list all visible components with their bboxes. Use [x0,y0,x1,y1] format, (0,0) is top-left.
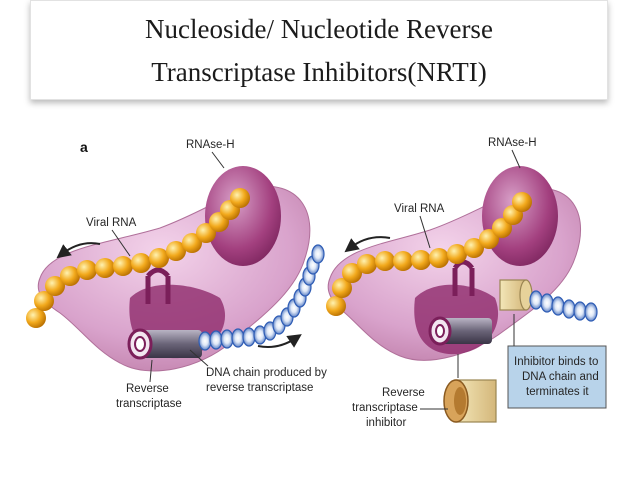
inhibitor-cap-on-chain [499,279,533,311]
panel-a-tag: a [80,139,88,155]
label-viral-rna-a: Viral RNA [86,217,137,229]
dna-chain-b [529,290,598,322]
label-viral-rna-b: Viral RNA [394,203,445,215]
viral-rna-strand-a [26,188,250,328]
slide-title-line-2: Transcriptase Inhibitors(NRTI) [151,57,487,87]
leader-viral-rna-a [111,229,131,257]
callout-line2: DNA chain and [522,371,599,383]
template-tube-a [127,328,202,360]
panel-a: a [26,139,327,410]
dna-direction-arrow-a [257,334,302,348]
viral-rna-strand-b [326,192,532,316]
enzyme-clamp-b [452,259,475,296]
leader-viral-rna-b [419,215,431,249]
rnase-h-domain [205,166,281,266]
enzyme-clamp [145,267,171,304]
inhibitor-callout-box [507,345,607,409]
callout-line3: terminates it [526,386,589,398]
callout-line1: Inhibitor binds to [514,356,598,368]
rna-direction-arrow-b [344,236,391,253]
label-rnase-h-a: RNAse-H [186,139,235,151]
slide-title-line-1: Nucleoside/ Nucleotide Reverse [145,14,493,44]
label-rti-line2: transcriptase [352,402,418,414]
template-tube-b [428,316,492,346]
title-box: Nucleoside/ Nucleotide Reverse Transcrip… [30,0,608,100]
nrti-diagram: a [26,137,607,429]
label-reverse-transcriptase-line2: transcriptase [116,398,182,410]
leader-reverse-transcriptase-a [149,359,153,383]
rna-direction-arrow-a [56,242,101,259]
label-rnase-h-b: RNAse-H [488,137,537,149]
label-rti-line3: inhibitor [366,417,406,429]
leader-dna-chain-a [189,349,209,367]
label-rti-line1: Reverse [382,387,425,399]
label-dna-chain-line2: reverse transcriptase [206,382,313,394]
panel-b: RNAse-H Viral RNA Reverse transcriptase … [326,137,607,429]
dna-chain-a [198,244,325,351]
leader-rnase-h-a [211,151,225,169]
label-reverse-transcriptase-line1: Reverse [126,383,169,395]
free-rt-inhibitor [443,379,497,423]
leader-rnase-h-b [511,149,521,169]
label-dna-chain-line1: DNA chain produced by [206,367,327,379]
